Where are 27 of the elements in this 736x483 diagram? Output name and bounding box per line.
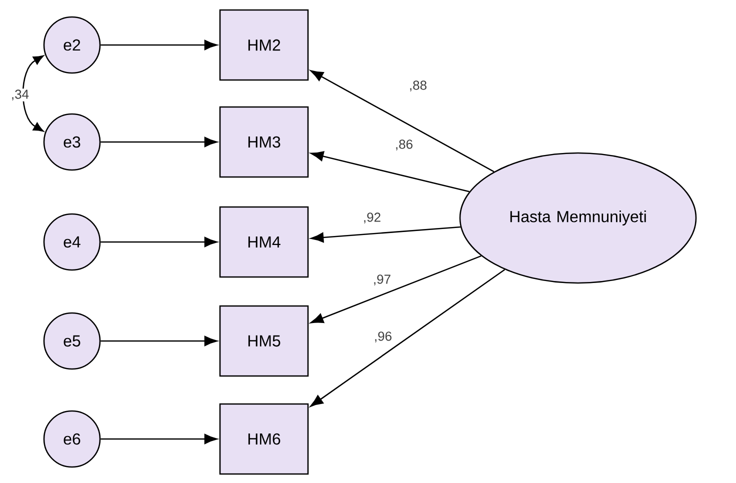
measure-box: HM6 xyxy=(219,403,309,475)
circle-node: e5 xyxy=(43,312,101,370)
arrow xyxy=(100,236,218,248)
edge-label: ,92 xyxy=(362,212,382,224)
circle-node: e6 xyxy=(43,410,101,468)
edge-label: ,97 xyxy=(372,274,392,286)
measure-box: HM5 xyxy=(219,305,309,377)
circle-node: e4 xyxy=(43,213,101,271)
circle-node: e3 xyxy=(43,113,101,171)
circle-node: e2 xyxy=(43,16,101,74)
arrow xyxy=(100,434,218,444)
arrow xyxy=(310,255,482,324)
edge-label: ,34 xyxy=(10,88,30,102)
arrow xyxy=(310,226,461,243)
edge-label: ,86 xyxy=(394,138,414,152)
edge-label: ,88 xyxy=(408,80,428,92)
measure-box: HM3 xyxy=(219,106,309,178)
arrow xyxy=(22,55,44,132)
arrow xyxy=(100,40,218,50)
arrow xyxy=(310,269,506,407)
arrow xyxy=(100,136,218,148)
measure-box: HM4 xyxy=(219,206,309,278)
arrow xyxy=(310,70,494,172)
edge-label: ,96 xyxy=(372,330,394,344)
arrow xyxy=(310,151,470,192)
arrow xyxy=(100,336,218,346)
measure-box: HM2 xyxy=(219,9,309,81)
